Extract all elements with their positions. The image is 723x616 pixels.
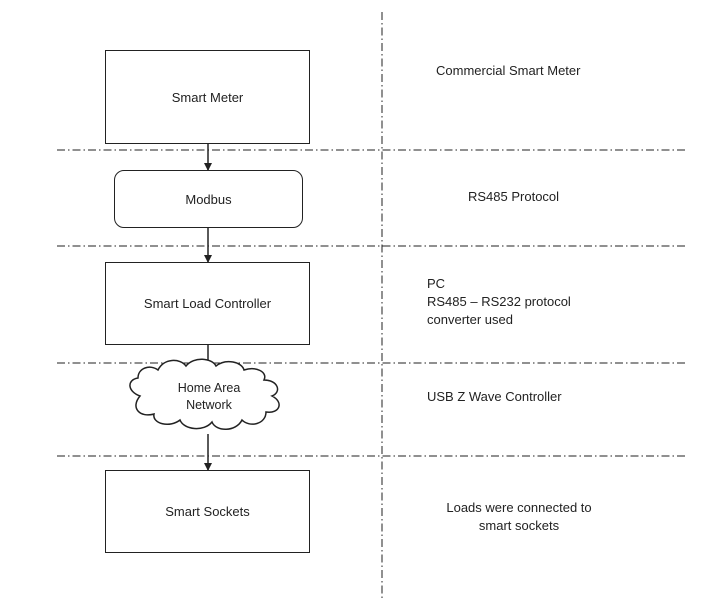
smart-meter-box: Smart Meter bbox=[105, 50, 310, 144]
smart-load-controller-box: Smart Load Controller bbox=[105, 262, 310, 345]
protocol-description: RS485 Protocol bbox=[468, 189, 560, 204]
sockets-description: Loads were connected to smart sockets bbox=[414, 499, 624, 535]
home-area-network-label: Home Area Network bbox=[177, 381, 241, 412]
smart-sockets-box: Smart Sockets bbox=[105, 470, 310, 553]
smart-load-controller-label: Smart Load Controller bbox=[143, 296, 272, 311]
controller-description: PC RS485 – RS232 protocol converter used bbox=[427, 275, 571, 329]
modbus-label: Modbus bbox=[185, 191, 232, 207]
meter-description: Commercial Smart Meter bbox=[436, 63, 581, 78]
sockets-description-line: Loads were connected to bbox=[446, 500, 592, 515]
modbus-box: Modbus bbox=[114, 170, 303, 228]
controller-description-line: PC bbox=[427, 276, 446, 291]
smart-sockets-label: Smart Sockets bbox=[165, 504, 250, 519]
network-description: USB Z Wave Controller bbox=[427, 389, 562, 404]
smart-meter-label: Smart Meter bbox=[171, 89, 244, 105]
cloud-shape bbox=[129, 358, 280, 430]
controller-description-line: converter used bbox=[427, 312, 513, 327]
controller-description-line: RS485 – RS232 protocol bbox=[427, 294, 571, 309]
sockets-description-line: smart sockets bbox=[478, 518, 560, 533]
